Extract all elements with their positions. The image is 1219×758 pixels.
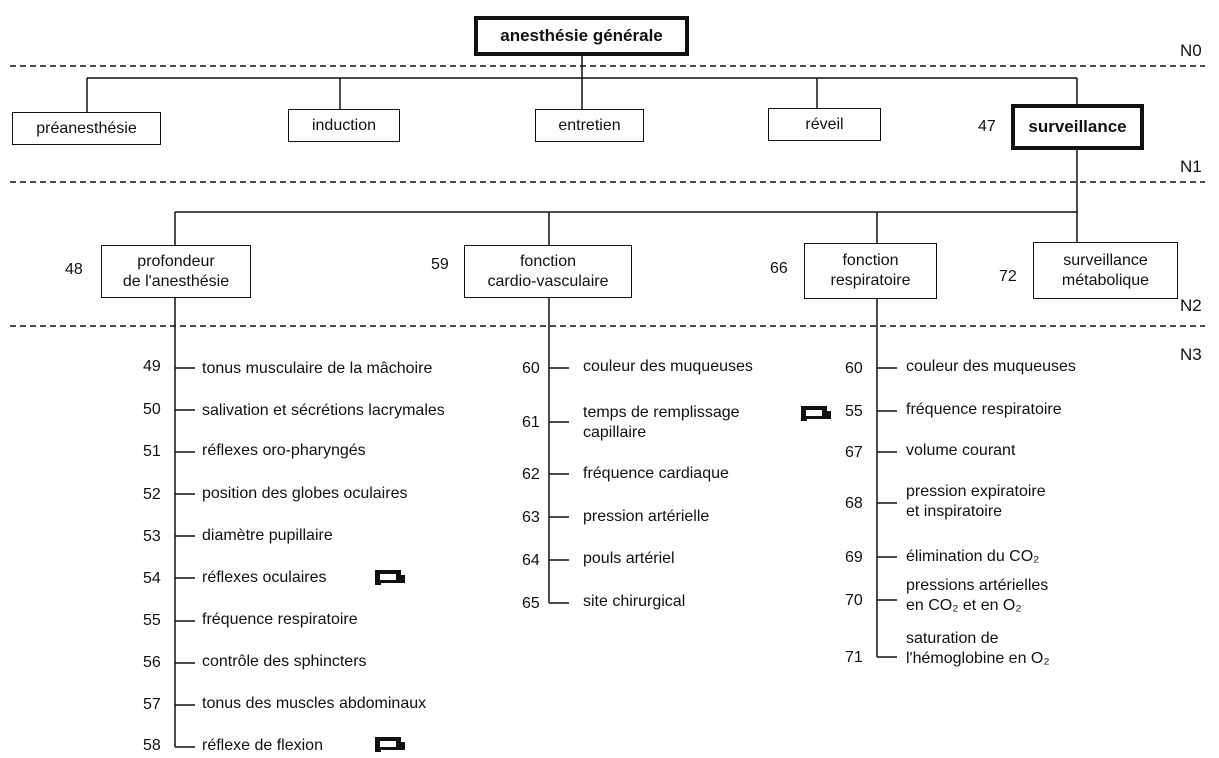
node-induction[interactable]: induction bbox=[288, 109, 400, 142]
node-label: cardio-vasculaire bbox=[487, 272, 609, 290]
item-label[interactable]: temps de remplissage capillaire bbox=[583, 403, 740, 443]
item-number: 61 bbox=[522, 414, 540, 431]
node-number: 72 bbox=[999, 268, 1017, 285]
item-label[interactable]: pression expiratoire et inspiratoire bbox=[906, 482, 1046, 522]
reference-icon[interactable] bbox=[374, 733, 408, 753]
item-label-line: l'hémoglobine en O₂ bbox=[906, 650, 1050, 667]
item-number: 60 bbox=[845, 360, 863, 377]
item-label[interactable]: pressions artérielles en CO₂ et en O₂ bbox=[906, 576, 1048, 616]
item-label[interactable]: salivation et sécrétions lacrymales bbox=[202, 402, 445, 419]
item-label-line: pression expiratoire bbox=[906, 483, 1046, 500]
item-label-line: pressions artérielles bbox=[906, 577, 1049, 594]
item-label[interactable]: volume courant bbox=[906, 442, 1016, 459]
item-label[interactable]: contrôle des sphincters bbox=[202, 653, 367, 670]
node-label: métabolique bbox=[1061, 271, 1150, 289]
item-label-line: en CO₂ et en O₂ bbox=[906, 597, 1022, 614]
item-number: 60 bbox=[522, 360, 540, 377]
item-number: 64 bbox=[522, 552, 540, 569]
node-profondeur[interactable]: profondeur de l'anesthésie bbox=[101, 245, 251, 298]
item-label[interactable]: réflexes oro-pharyngés bbox=[202, 442, 366, 459]
node-label: surveillance bbox=[1063, 251, 1148, 269]
reference-icon[interactable] bbox=[374, 566, 408, 586]
item-label[interactable]: pression artérielle bbox=[583, 508, 710, 525]
node-label: profondeur bbox=[137, 252, 215, 270]
level-label: N1 bbox=[1180, 157, 1202, 176]
root-node[interactable]: anesthésie générale bbox=[474, 16, 689, 56]
item-number: 55 bbox=[845, 403, 863, 420]
item-label[interactable]: site chirurgical bbox=[583, 593, 686, 610]
node-surveillance[interactable]: surveillance bbox=[1011, 104, 1144, 150]
item-label[interactable]: couleur des muqueuses bbox=[906, 358, 1076, 375]
item-number: 54 bbox=[143, 570, 161, 587]
item-label[interactable]: fréquence respiratoire bbox=[906, 401, 1062, 418]
node-number: 48 bbox=[65, 261, 83, 278]
item-number: 57 bbox=[143, 696, 161, 713]
item-label[interactable]: saturation de l'hémoglobine en O₂ bbox=[906, 629, 1050, 669]
item-number: 52 bbox=[143, 486, 161, 503]
level-label: N2 bbox=[1180, 296, 1202, 315]
item-number: 49 bbox=[143, 358, 161, 375]
item-label[interactable]: diamètre pupillaire bbox=[202, 527, 333, 544]
item-number: 55 bbox=[143, 612, 161, 629]
node-respiratoire[interactable]: fonction respiratoire bbox=[804, 243, 937, 299]
node-metabolique[interactable]: surveillance métabolique bbox=[1033, 242, 1178, 299]
item-number: 53 bbox=[143, 528, 161, 545]
item-number: 68 bbox=[845, 495, 863, 512]
node-entretien[interactable]: entretien bbox=[535, 109, 644, 142]
item-label[interactable]: élimination du CO₂ bbox=[906, 548, 1040, 565]
node-label: respiratoire bbox=[830, 272, 911, 289]
item-label[interactable]: tonus musculaire de la mâchoire bbox=[202, 360, 433, 377]
item-label-line: et inspiratoire bbox=[906, 503, 1003, 520]
node-reveil[interactable]: réveil bbox=[768, 108, 881, 141]
item-label[interactable]: couleur des muqueuses bbox=[583, 358, 753, 375]
node-label: fonction bbox=[519, 252, 577, 270]
item-number: 51 bbox=[143, 443, 161, 460]
item-label-line: temps de remplissage bbox=[583, 404, 740, 421]
item-number: 67 bbox=[845, 444, 863, 461]
item-label[interactable]: fréquence respiratoire bbox=[202, 611, 358, 628]
item-number: 69 bbox=[845, 549, 863, 566]
level-label: N0 bbox=[1180, 41, 1202, 60]
item-label[interactable]: fréquence cardiaque bbox=[583, 465, 729, 482]
item-label[interactable]: pouls artériel bbox=[583, 550, 675, 567]
level-label: N3 bbox=[1180, 345, 1202, 364]
item-number: 70 bbox=[845, 592, 863, 609]
node-number: 47 bbox=[978, 118, 996, 135]
item-label[interactable]: réflexe de flexion bbox=[202, 737, 323, 754]
node-number: 66 bbox=[770, 260, 788, 277]
node-preanesthesie[interactable]: préanesthésie bbox=[12, 112, 161, 145]
item-label-line: saturation de bbox=[906, 630, 999, 647]
item-label[interactable]: réflexes oculaires bbox=[202, 569, 327, 586]
item-number: 71 bbox=[845, 649, 863, 666]
item-number: 62 bbox=[522, 466, 540, 483]
item-label[interactable]: position des globes oculaires bbox=[202, 485, 408, 502]
reference-icon[interactable] bbox=[800, 402, 834, 422]
node-number: 59 bbox=[431, 256, 449, 273]
node-label: fonction bbox=[842, 252, 899, 269]
node-label: de l'anesthésie bbox=[122, 272, 230, 290]
item-number: 65 bbox=[522, 595, 540, 612]
node-cardio-vasculaire[interactable]: fonction cardio-vasculaire bbox=[464, 245, 632, 298]
item-number: 50 bbox=[143, 401, 161, 418]
item-label-line: capillaire bbox=[583, 424, 647, 441]
item-number: 56 bbox=[143, 654, 161, 671]
item-label[interactable]: tonus des muscles abdominaux bbox=[202, 695, 427, 712]
item-number: 63 bbox=[522, 509, 540, 526]
item-number: 58 bbox=[143, 737, 161, 754]
